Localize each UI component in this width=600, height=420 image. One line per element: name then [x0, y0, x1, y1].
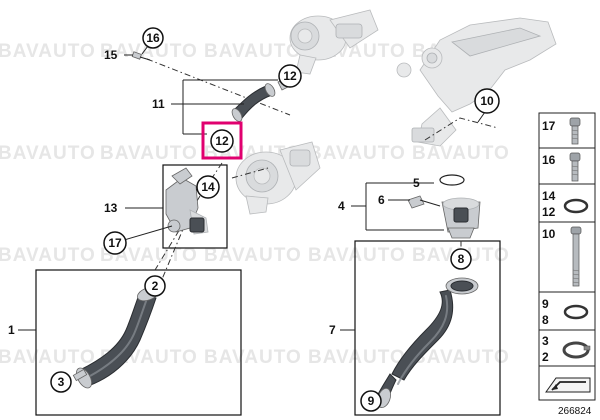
- pressure-sensor-housing: [407, 174, 481, 239]
- label-15[interactable]: 15: [104, 48, 118, 62]
- label-7[interactable]: 7: [329, 323, 336, 337]
- charge-air-hose-left: [72, 286, 159, 389]
- legend-row-10[interactable]: 10: [542, 226, 582, 287]
- watermark-text: BAVAUTO: [100, 41, 198, 62]
- legend-row-16[interactable]: 16: [542, 152, 581, 182]
- svg-text:17: 17: [108, 236, 122, 250]
- watermark-text: BAVAUTO: [0, 347, 96, 368]
- leader-lines: [18, 45, 486, 331]
- turbocharger-lower-ghost: [235, 141, 321, 215]
- watermark-text: BAVAUTO: [204, 41, 302, 62]
- group-1-box: [35, 269, 242, 416]
- callout-12-highlighted[interactable]: 12: [210, 129, 234, 153]
- watermark-text: BAVAUTO: [0, 41, 96, 62]
- callout-12-upper[interactable]: 12: [278, 64, 302, 88]
- inlet-housing: [165, 167, 209, 235]
- watermark-text: BAVAUTO: [204, 347, 302, 368]
- svg-text:17: 17: [542, 119, 556, 133]
- svg-text:10: 10: [480, 94, 494, 108]
- callout-16[interactable]: 16: [142, 27, 164, 49]
- watermark-text: BAVAUTO: [308, 245, 406, 266]
- charge-pipe: [231, 77, 291, 122]
- bolt-icon: [569, 117, 581, 145]
- watermark-text: BAVAUTO: [100, 143, 198, 164]
- watermark-text: BAVAUTO: [204, 245, 302, 266]
- group-7-box: [354, 240, 501, 416]
- svg-text:16: 16: [146, 31, 160, 45]
- svg-text:14: 14: [542, 189, 556, 203]
- svg-text:3: 3: [542, 334, 549, 348]
- callout-3[interactable]: 3: [50, 371, 72, 393]
- assembly-line: [146, 58, 291, 116]
- svg-text:12: 12: [283, 69, 297, 83]
- label-5[interactable]: 5: [413, 176, 420, 190]
- watermark-text: BAVAUTO: [412, 347, 510, 368]
- watermark-text: BAVAUTO: [412, 143, 510, 164]
- callout-2[interactable]: 2: [144, 275, 166, 297]
- group-13-box: [162, 164, 228, 249]
- highlight-box: [201, 121, 243, 160]
- label-11[interactable]: 11: [152, 97, 165, 111]
- legend-row-9-8[interactable]: 9 8: [542, 297, 589, 327]
- bolt-icon: [569, 152, 581, 182]
- callout-10[interactable]: 10: [474, 88, 500, 114]
- assembly-line: [231, 167, 269, 179]
- watermark-text: BAVAUTO: [0, 245, 96, 266]
- diagram-id: 266824: [558, 406, 592, 417]
- legend-row-14-12[interactable]: 14 12: [542, 189, 589, 219]
- svg-text:2: 2: [542, 350, 549, 364]
- svg-text:12: 12: [542, 205, 556, 219]
- callout-8[interactable]: 8: [450, 248, 472, 270]
- svg-text:3: 3: [58, 375, 65, 389]
- exhaust-manifold-ghost: [396, 17, 557, 147]
- watermark-layer: BAVAUTO BAVAUTO BAVAUTO BAVAUTO BAVAUTO …: [0, 41, 510, 368]
- svg-text:2: 2: [152, 279, 159, 293]
- turbocharger-upper-ghost: [289, 9, 379, 75]
- svg-text:16: 16: [542, 153, 556, 167]
- o-ring-icon: [563, 198, 589, 214]
- svg-text:10: 10: [542, 227, 556, 241]
- parts-legend: 17 16 14 12: [538, 112, 596, 401]
- screw-15: [131, 51, 151, 61]
- long-bolt-icon: [570, 226, 582, 287]
- label-1[interactable]: 1: [8, 323, 15, 337]
- o-ring-icon: [563, 304, 589, 320]
- watermark-text: BAVAUTO: [308, 143, 406, 164]
- arrow-tag-icon: [545, 377, 591, 393]
- svg-text:9: 9: [542, 297, 549, 311]
- svg-text:9: 9: [368, 394, 375, 408]
- label-6[interactable]: 6: [378, 193, 385, 207]
- hose-clamp-icon: [562, 341, 591, 359]
- legend-row-3-2[interactable]: 3 2: [542, 334, 591, 364]
- svg-text:14: 14: [201, 180, 215, 194]
- charge-air-hose-right: [375, 277, 479, 409]
- label-4[interactable]: 4: [338, 199, 345, 213]
- svg-text:8: 8: [458, 252, 465, 266]
- callout-17[interactable]: 17: [103, 231, 127, 255]
- label-13[interactable]: 13: [104, 201, 118, 215]
- watermark-text: BAVAUTO: [308, 347, 406, 368]
- assembly-line: [424, 117, 499, 141]
- svg-text:8: 8: [542, 313, 549, 327]
- legend-row-17[interactable]: 17: [542, 117, 581, 145]
- watermark-text: BAVAUTO: [0, 143, 96, 164]
- callout-9[interactable]: 9: [360, 390, 382, 412]
- callout-14[interactable]: 14: [196, 175, 220, 199]
- svg-text:12: 12: [215, 134, 229, 148]
